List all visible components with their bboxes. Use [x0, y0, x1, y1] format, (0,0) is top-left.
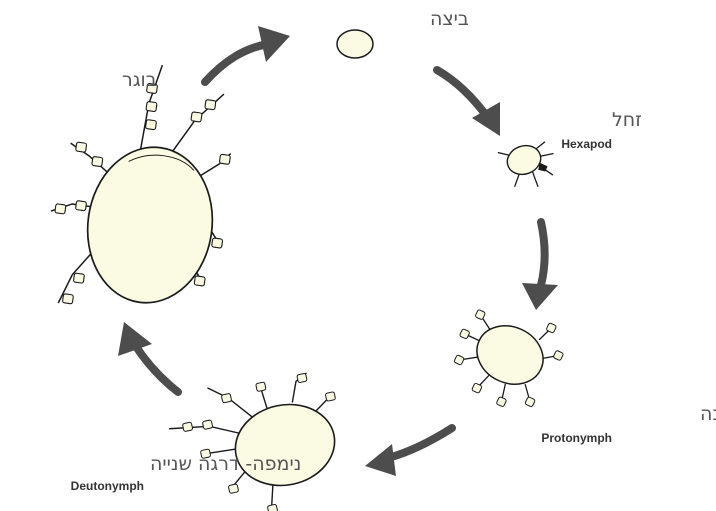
egg-illustration — [337, 30, 373, 58]
label-adult-hebrew: בוגר — [122, 69, 157, 91]
hexapod-illustration — [498, 135, 563, 196]
label-deutonymph-latin: Deutonymph — [71, 479, 144, 493]
arrow-deutonymph-to-adult — [118, 322, 178, 392]
deutonymph-illustration — [162, 362, 356, 511]
adult-illustration — [38, 53, 245, 325]
label-hexapod-latin: Hexapod — [561, 137, 612, 151]
label-egg-hebrew: ביצה — [430, 8, 469, 30]
arrow-adult-to-egg — [205, 26, 290, 82]
label-hexapod-hebrew: זחל — [612, 109, 642, 131]
label-deutonymph-hebrew: נימפה- דרגה שנייה — [150, 453, 301, 475]
arrow-protonymph-to-deutonymph — [365, 428, 452, 476]
arrow-hexapod-to-protonymph — [522, 222, 558, 310]
label-protonymph-hebrew: נימפה- דרגה ראשונה — [700, 403, 716, 425]
protonymph-illustration — [440, 290, 573, 420]
arrow-egg-to-hexapod — [437, 70, 500, 136]
label-protonymph-latin: Protonymph — [541, 431, 612, 445]
